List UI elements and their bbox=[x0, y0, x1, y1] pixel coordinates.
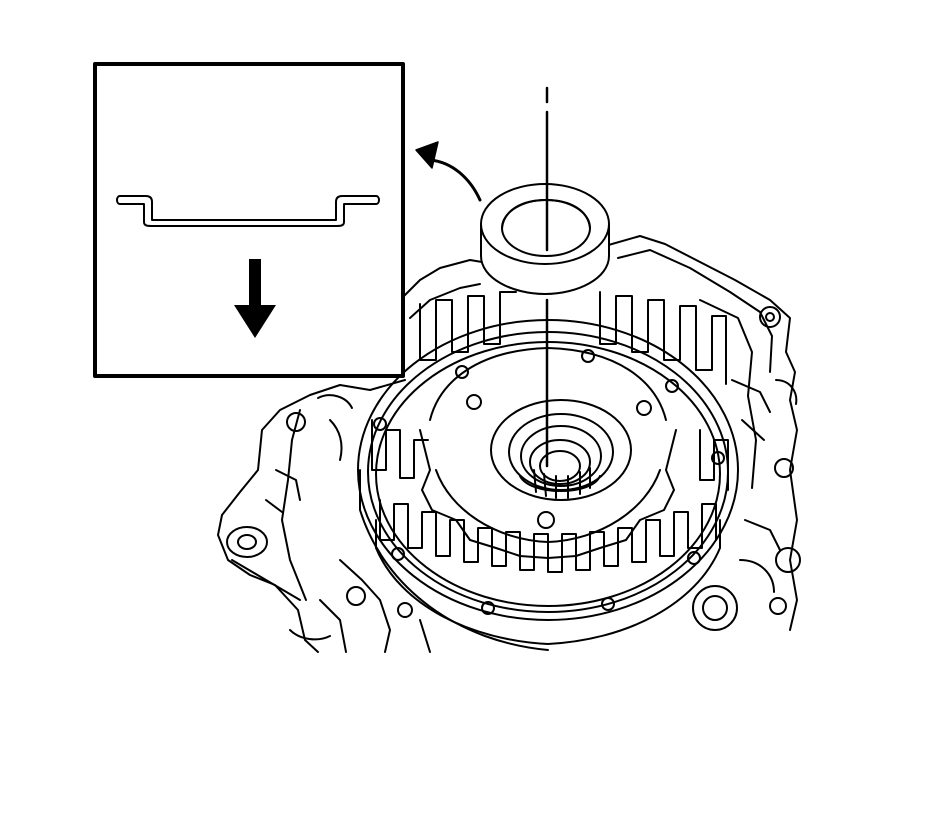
bearing-cross-section bbox=[117, 196, 379, 226]
curved-arrow-icon bbox=[416, 142, 480, 200]
center-hub bbox=[491, 400, 631, 500]
thrust-bearing bbox=[481, 184, 609, 294]
transmission-case bbox=[218, 236, 800, 652]
down-arrow-icon bbox=[234, 259, 276, 338]
inset-detail-box bbox=[95, 64, 403, 376]
